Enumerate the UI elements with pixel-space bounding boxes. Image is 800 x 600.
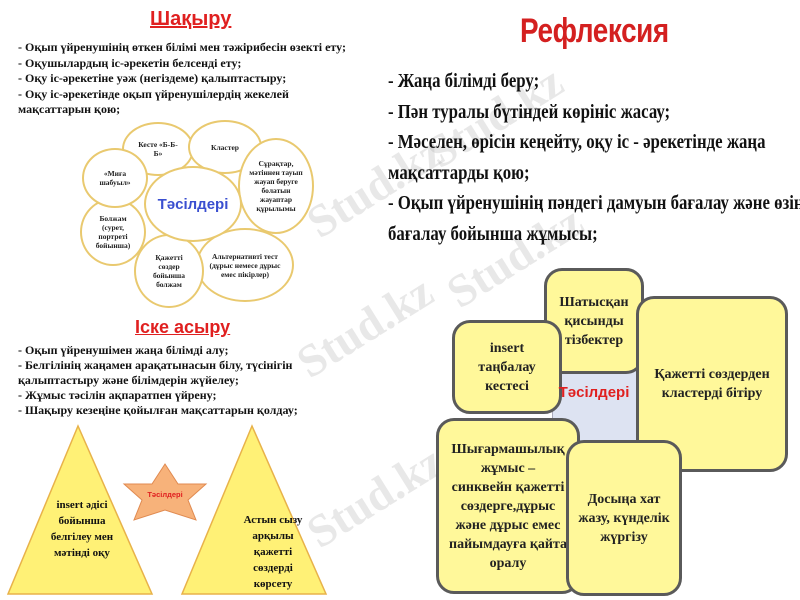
petal-label: Қажетті сөздер бойынша болжам bbox=[153, 253, 185, 289]
box-insert-table: insert таңбалау кестесі bbox=[452, 320, 562, 414]
box-letter-diary: Досыңа хат жазу, күнделік жүргізу bbox=[566, 440, 682, 596]
list-item: мақсаттарды қою; bbox=[388, 161, 530, 184]
list-item: - Жаңа білімді беру; bbox=[388, 70, 540, 92]
iske-asyru-bullets: - Оқып үйренушімен жаңа білімді алу; - Б… bbox=[18, 343, 298, 418]
petal-label: Альтернативті тест (дұрыс немесе дұрыс е… bbox=[209, 251, 281, 279]
list-item: мақсаттарын қою; bbox=[18, 102, 121, 116]
list-item: - Мәселен, өрісін кеңейту, оқу іс - әрек… bbox=[388, 131, 766, 153]
left-triangle-text: insert әдісі бойынша белгілеу мен мәтінд… bbox=[50, 499, 114, 559]
list-item: қалыптастыру және білімдерін жүйелеу; bbox=[18, 373, 239, 387]
list-item: - Оқу іс-әрекетіне уәж (негіздеме) қалып… bbox=[18, 71, 287, 85]
box-label: Шығармашылық жұмыс – синквейн қажетті сө… bbox=[449, 441, 568, 571]
list-item: - Оқу іс-әрекетінде оқып үйренушілердің … bbox=[18, 86, 289, 101]
petal-brainstorm: «Миға шабуыл» bbox=[82, 148, 148, 208]
reflexia-center-label: Тәсілдері bbox=[558, 384, 630, 401]
petal-label: Болжам (сурет, портреті бойынша) bbox=[95, 214, 131, 250]
right-triangle bbox=[180, 424, 328, 595]
methods-flower-diagram: Кесте «Б-Б-Б» Кластер Сұрақтар, мәтіннен… bbox=[78, 118, 314, 308]
list-item: - Оқып үйренушінің пәндегі дамуын бағала… bbox=[388, 192, 800, 214]
box-label: Қажетті сөздерден кластерді бітіру bbox=[654, 367, 770, 401]
box-label: Досыңа хат жазу, күнделік жүргізу bbox=[578, 491, 670, 545]
petal-key-words-prediction: Қажетті сөздер бойынша болжам bbox=[134, 234, 204, 308]
box-label: insert таңбалау кестесі bbox=[478, 340, 536, 394]
petal-label: «Миға шабуыл» bbox=[99, 169, 131, 187]
list-item: - Жұмыс тәсілін ақпаратпен үйрену; bbox=[18, 388, 217, 402]
center-star bbox=[122, 463, 208, 521]
reflexia-bullets: - Жаңа білімді беру; - Пән туралы бүтінд… bbox=[388, 66, 800, 249]
list-item: - Пән туралы бүтіндей көрініс жасау; bbox=[388, 100, 671, 123]
petal-questions: Сұрақтар, мәтіннен тауып жауап беруге бо… bbox=[238, 138, 314, 234]
list-item: - Оқушылардың іс-әрекетін белсенді ету; bbox=[18, 55, 242, 70]
petal-prediction-picture: Болжам (сурет, портреті бойынша) bbox=[80, 198, 146, 266]
list-item: - Оқып үйренушінің өткен білімі мен тәжі… bbox=[18, 40, 346, 54]
center-label: Тәсілдері bbox=[157, 195, 229, 213]
star-label: Тәсілдері bbox=[147, 490, 183, 499]
list-item: - Шақыру кезеңіне қойылған мақсаттарын қ… bbox=[18, 403, 298, 417]
list-item: бағалау бойынша жұмысы; bbox=[388, 222, 598, 245]
petal-label: Кластер bbox=[211, 142, 239, 152]
triangles-diagram bbox=[6, 424, 328, 595]
flower-center: Тәсілдері bbox=[144, 166, 242, 242]
box-label: Шатысқан қисынды тізбектер bbox=[559, 294, 629, 348]
petal-label: Сұрақтар, мәтіннен тауып жауап беруге бо… bbox=[249, 159, 303, 213]
section-title-iske-asyru: Іске асыру bbox=[135, 317, 231, 337]
section-title-shakyru: Шақыру bbox=[150, 8, 232, 30]
left-triangle bbox=[6, 424, 154, 595]
watermark: Stud.kz bbox=[287, 265, 442, 388]
list-item: - Оқып үйренушімен жаңа білімді алу; bbox=[18, 343, 229, 357]
right-triangle-text: Астын сызу арқылы қажетті сөздерді көрсе… bbox=[243, 514, 303, 590]
section-title-reflexia: Рефлексия bbox=[520, 12, 669, 50]
petal-label: Кесте «Б-Б-Б» bbox=[138, 140, 178, 158]
shakyru-bullets: - Оқып үйренушінің өткен білімі мен тәжі… bbox=[18, 40, 346, 118]
box-creative-work: Шығармашылық жұмыс – синквейн қажетті сө… bbox=[436, 418, 580, 594]
list-item: - Белгілінің жаңамен арақатынасын білу, … bbox=[18, 358, 293, 372]
